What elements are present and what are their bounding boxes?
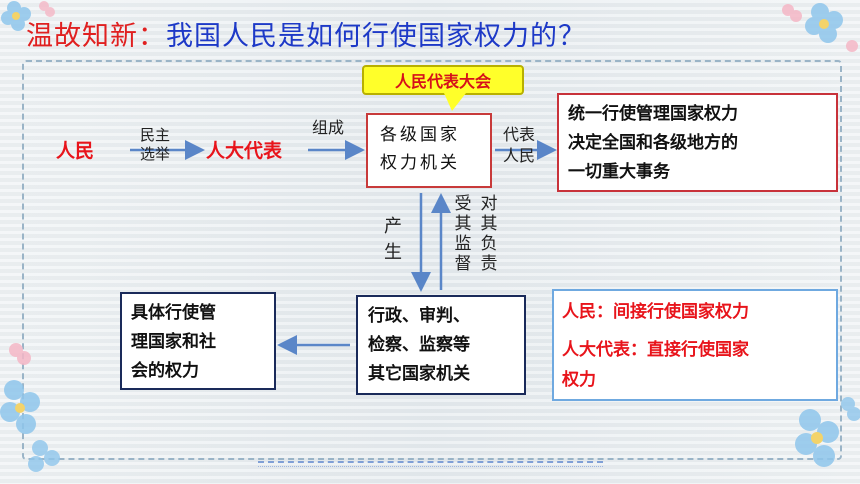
node-other-organs-line1: 行政、审判、 [368, 306, 470, 326]
node-other-organs-line3: 其它国家机关 [368, 364, 470, 384]
node-people: 人民 [56, 140, 95, 162]
npc-callout: 人民代表大会 [362, 65, 524, 95]
node-power-organs: 各级国家 权力机关 [366, 113, 492, 188]
label-represent: 代表 人民 [503, 124, 535, 166]
label-represent-line1: 代表 [503, 125, 536, 144]
label-supervised-char: 监 [454, 234, 472, 254]
label-produce-char: 产 [384, 216, 402, 237]
node-unified-power-line3: 一切重大事务 [568, 162, 670, 182]
flower-decoration-icon [795, 397, 860, 467]
label-responsible-char: 其 [480, 214, 498, 234]
label-produce-char: 生 [384, 242, 402, 263]
flower-decoration-icon [0, 343, 60, 472]
label-represent-line2: 人民 [503, 146, 536, 165]
label-supervised-char: 其 [454, 214, 472, 234]
page-title: 温故知新：我国人民是如何行使国家权力的？ [26, 14, 586, 53]
node-deputies: 人大代表 [206, 140, 283, 162]
node-specific-power: 具体行使管 理国家和社 会的权力 [120, 292, 276, 390]
label-responsible-char: 对 [480, 194, 498, 214]
node-other-organs: 行政、审判、 检察、监察等 其它国家机关 [356, 295, 526, 395]
node-power-organs-line1: 各级国家 [380, 125, 460, 145]
node-other-organs-line2: 检察、监察等 [368, 335, 470, 355]
decorative-line [258, 461, 603, 463]
label-supervised-char: 督 [454, 254, 472, 274]
npc-callout-tail [444, 93, 466, 111]
label-compose: 组成 [312, 118, 345, 137]
label-elect-line2: 选举 [140, 145, 171, 163]
node-power-organs-line2: 权力机关 [380, 153, 460, 173]
label-elect-line1: 民主 [140, 126, 171, 144]
summary-line1: 人民：间接行使国家权力 [562, 302, 749, 322]
dashed-frame [22, 60, 842, 460]
label-supervised: 受 其 监 督 [454, 194, 472, 274]
label-responsible-char: 责 [480, 254, 498, 274]
decorative-line [258, 466, 603, 467]
summary-line2: 人大代表：直接行使国家 [562, 340, 749, 360]
node-specific-power-line1: 具体行使管 [131, 303, 216, 323]
label-responsible: 对 其 负 责 [480, 194, 498, 274]
title-part2: 我国人民是如何行使国家权力的？ [166, 21, 586, 52]
summary-box: 人民：间接行使国家权力 人大代表：直接行使国家 权力 [552, 289, 838, 401]
node-unified-power-line1: 统一行使管理国家权力 [568, 104, 738, 124]
label-responsible-char: 负 [480, 234, 498, 254]
node-specific-power-line3: 会的权力 [131, 361, 199, 381]
flower-decoration-icon [1, 1, 55, 31]
flower-decoration-icon [782, 3, 858, 52]
summary-line3: 权力 [562, 370, 596, 390]
label-elect: 民主 选举 [140, 126, 170, 164]
node-unified-power: 统一行使管理国家权力 决定全国和各级地方的 一切重大事务 [557, 93, 838, 192]
title-part1: 温故知新： [26, 21, 166, 52]
label-supervised-char: 受 [454, 194, 472, 214]
node-specific-power-line2: 理国家和社 [131, 332, 216, 352]
label-produce: 产 生 [384, 214, 402, 266]
node-unified-power-line2: 决定全国和各级地方的 [568, 133, 738, 153]
